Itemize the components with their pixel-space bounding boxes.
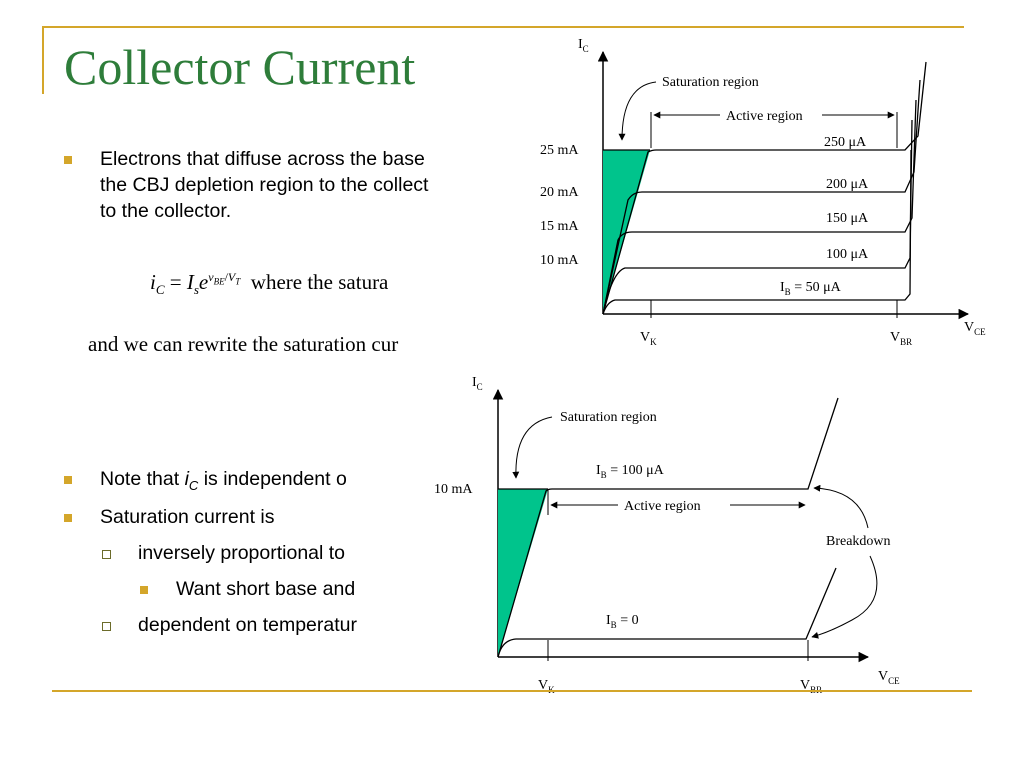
note-subscript: C — [188, 477, 199, 493]
ib-zero-label: IB = 0 — [606, 613, 639, 630]
saturation-arrow — [512, 416, 553, 479]
bullet-square-icon — [64, 156, 72, 164]
vk-label: VK — [538, 678, 555, 695]
vbr-label: VBR — [800, 678, 822, 695]
bullet-square-icon — [140, 586, 148, 594]
slide-title: Collector Current — [64, 39, 416, 95]
subbullet-text: dependent on temperatur — [138, 614, 357, 636]
subbullet-temperature: dependent on temperatur — [102, 612, 357, 638]
curve-label-100: 100 μA — [826, 247, 869, 262]
active-region-label: Active region — [624, 499, 701, 514]
bullet-text: Saturation current is — [100, 506, 275, 528]
curve-label-150: 150 μA — [826, 211, 869, 226]
y-tick-20ma: 20 mA — [540, 185, 579, 200]
y-axis-label: IC — [472, 375, 483, 392]
subsubbullet-short-base: Want short base and — [140, 576, 355, 602]
breakdown-arrow-top — [813, 484, 869, 529]
y-axis-label: IC — [578, 37, 589, 54]
figure-ic-vce-family: IC VCE 25 mA 20 mA 15 mA 10 mA 250 μA 20… — [534, 30, 1004, 370]
bullet-square-icon — [64, 514, 72, 522]
curve-label-250: 250 μA — [824, 135, 867, 150]
curve-label-50: IB = 50 μA — [780, 280, 842, 297]
curve-ib-250 — [602, 61, 927, 315]
y-tick-10ma: 10 mA — [540, 253, 579, 268]
ib-high-label: IB = 100 μA — [596, 463, 665, 480]
x-axis-label: VCE — [878, 669, 900, 686]
breakdown-arrow-bottom — [811, 555, 878, 639]
saturation-arrow — [618, 81, 657, 141]
vk-label: VK — [640, 330, 657, 347]
bullet-note: Note that iC is independent o — [64, 466, 347, 499]
bullet-line-2: the CBJ depletion region to the collect — [100, 174, 429, 196]
subbullet-text: inversely proportional to — [138, 542, 346, 564]
active-region-label: Active region — [726, 109, 803, 124]
bullet-hollow-square-icon — [102, 550, 111, 559]
bullet-line-1: Electrons that diffuse across the base — [100, 148, 425, 170]
curve-label-200: 200 μA — [826, 177, 869, 192]
y-tick-25ma: 25 mA — [540, 143, 579, 158]
equation-collector-current: iC = IsevBE/VT where the satura — [150, 270, 389, 298]
curve-ib-100 — [497, 397, 839, 658]
curve-ib-200 — [602, 79, 921, 315]
bottom-rule — [52, 690, 972, 692]
note-suffix: is independent o — [198, 468, 347, 490]
note-variable: i — [184, 468, 189, 490]
title-accent-line — [42, 26, 44, 94]
breakdown-label: Breakdown — [826, 534, 891, 549]
note-prefix: Note that — [100, 468, 185, 490]
bullet-line-3: to the collector. — [100, 200, 232, 222]
vbr-label: VBR — [890, 330, 912, 347]
x-axis-label: VCE — [964, 320, 986, 337]
subbullet-inversely: inversely proportional to — [102, 540, 345, 566]
bullet-square-icon — [64, 476, 72, 484]
subsubbullet-text: Want short base and — [176, 578, 356, 600]
curve-ib-150 — [602, 99, 917, 315]
bullet-electrons: Electrons that diffuse across the base t… — [64, 146, 428, 224]
top-rule — [44, 26, 964, 28]
equation-rewrite-text: and we can rewrite the saturation cur — [88, 332, 399, 356]
bullet-hollow-square-icon — [102, 622, 111, 631]
saturation-region-label: Saturation region — [560, 410, 657, 425]
saturation-region-label: Saturation region — [662, 75, 759, 90]
figure-ic-vce-breakdown: IC VCE 10 mA IB = 100 μA IB = 0 VK VBR A… — [425, 364, 965, 700]
bullet-saturation-current: Saturation current is — [64, 504, 275, 530]
y-tick-15ma: 15 mA — [540, 219, 579, 234]
y-tick-10ma: 10 mA — [434, 482, 473, 497]
curve-ib-0 — [497, 567, 837, 658]
equation-where-text: where the satura — [250, 270, 389, 294]
